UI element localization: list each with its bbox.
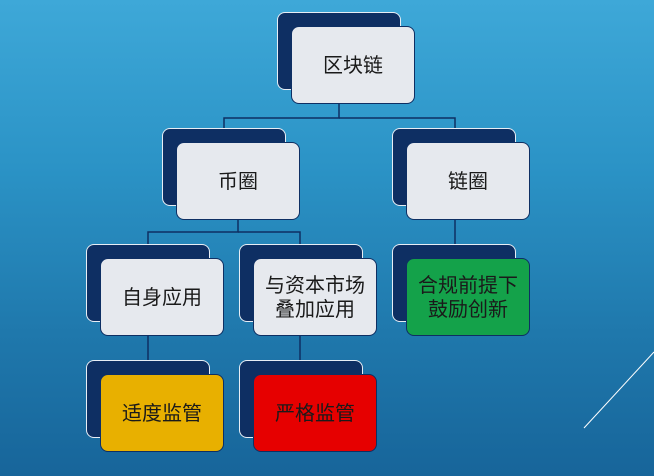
node-coin-circle-box: 币圈: [176, 142, 300, 220]
node-root-box: 区块链: [291, 26, 415, 104]
node-capital-market-box: 与资本市场 叠加应用: [253, 258, 377, 336]
connector-coin-capital: [238, 231, 301, 244]
node-moderate-regulation-box: 适度监管: [100, 374, 224, 452]
connector-coin-self: [147, 220, 239, 244]
node-compliance-box: 合规前提下 鼓励创新: [406, 258, 530, 336]
decorative-diagonal-line: [583, 351, 654, 429]
node-strict-regulation-label: 严格监管: [275, 401, 355, 425]
connector-root-chain: [339, 117, 456, 128]
node-root-label: 区块链: [323, 53, 383, 77]
node-capital-market-line1: 与资本市场: [265, 273, 365, 297]
node-chain-circle-label: 链圈: [448, 169, 488, 193]
node-moderate-regulation-label: 适度监管: [122, 401, 202, 425]
node-self-application-label: 自身应用: [122, 285, 202, 309]
node-compliance-line1: 合规前提下: [418, 273, 518, 297]
node-coin-circle-label: 币圈: [218, 169, 258, 193]
node-chain-circle-box: 链圈: [406, 142, 530, 220]
node-self-application-box: 自身应用: [100, 258, 224, 336]
node-strict-regulation-box: 严格监管: [253, 374, 377, 452]
connector-root-coin: [223, 104, 340, 128]
node-compliance-line2: 鼓励创新: [428, 297, 508, 321]
node-capital-market-line2: 叠加应用: [275, 297, 355, 321]
